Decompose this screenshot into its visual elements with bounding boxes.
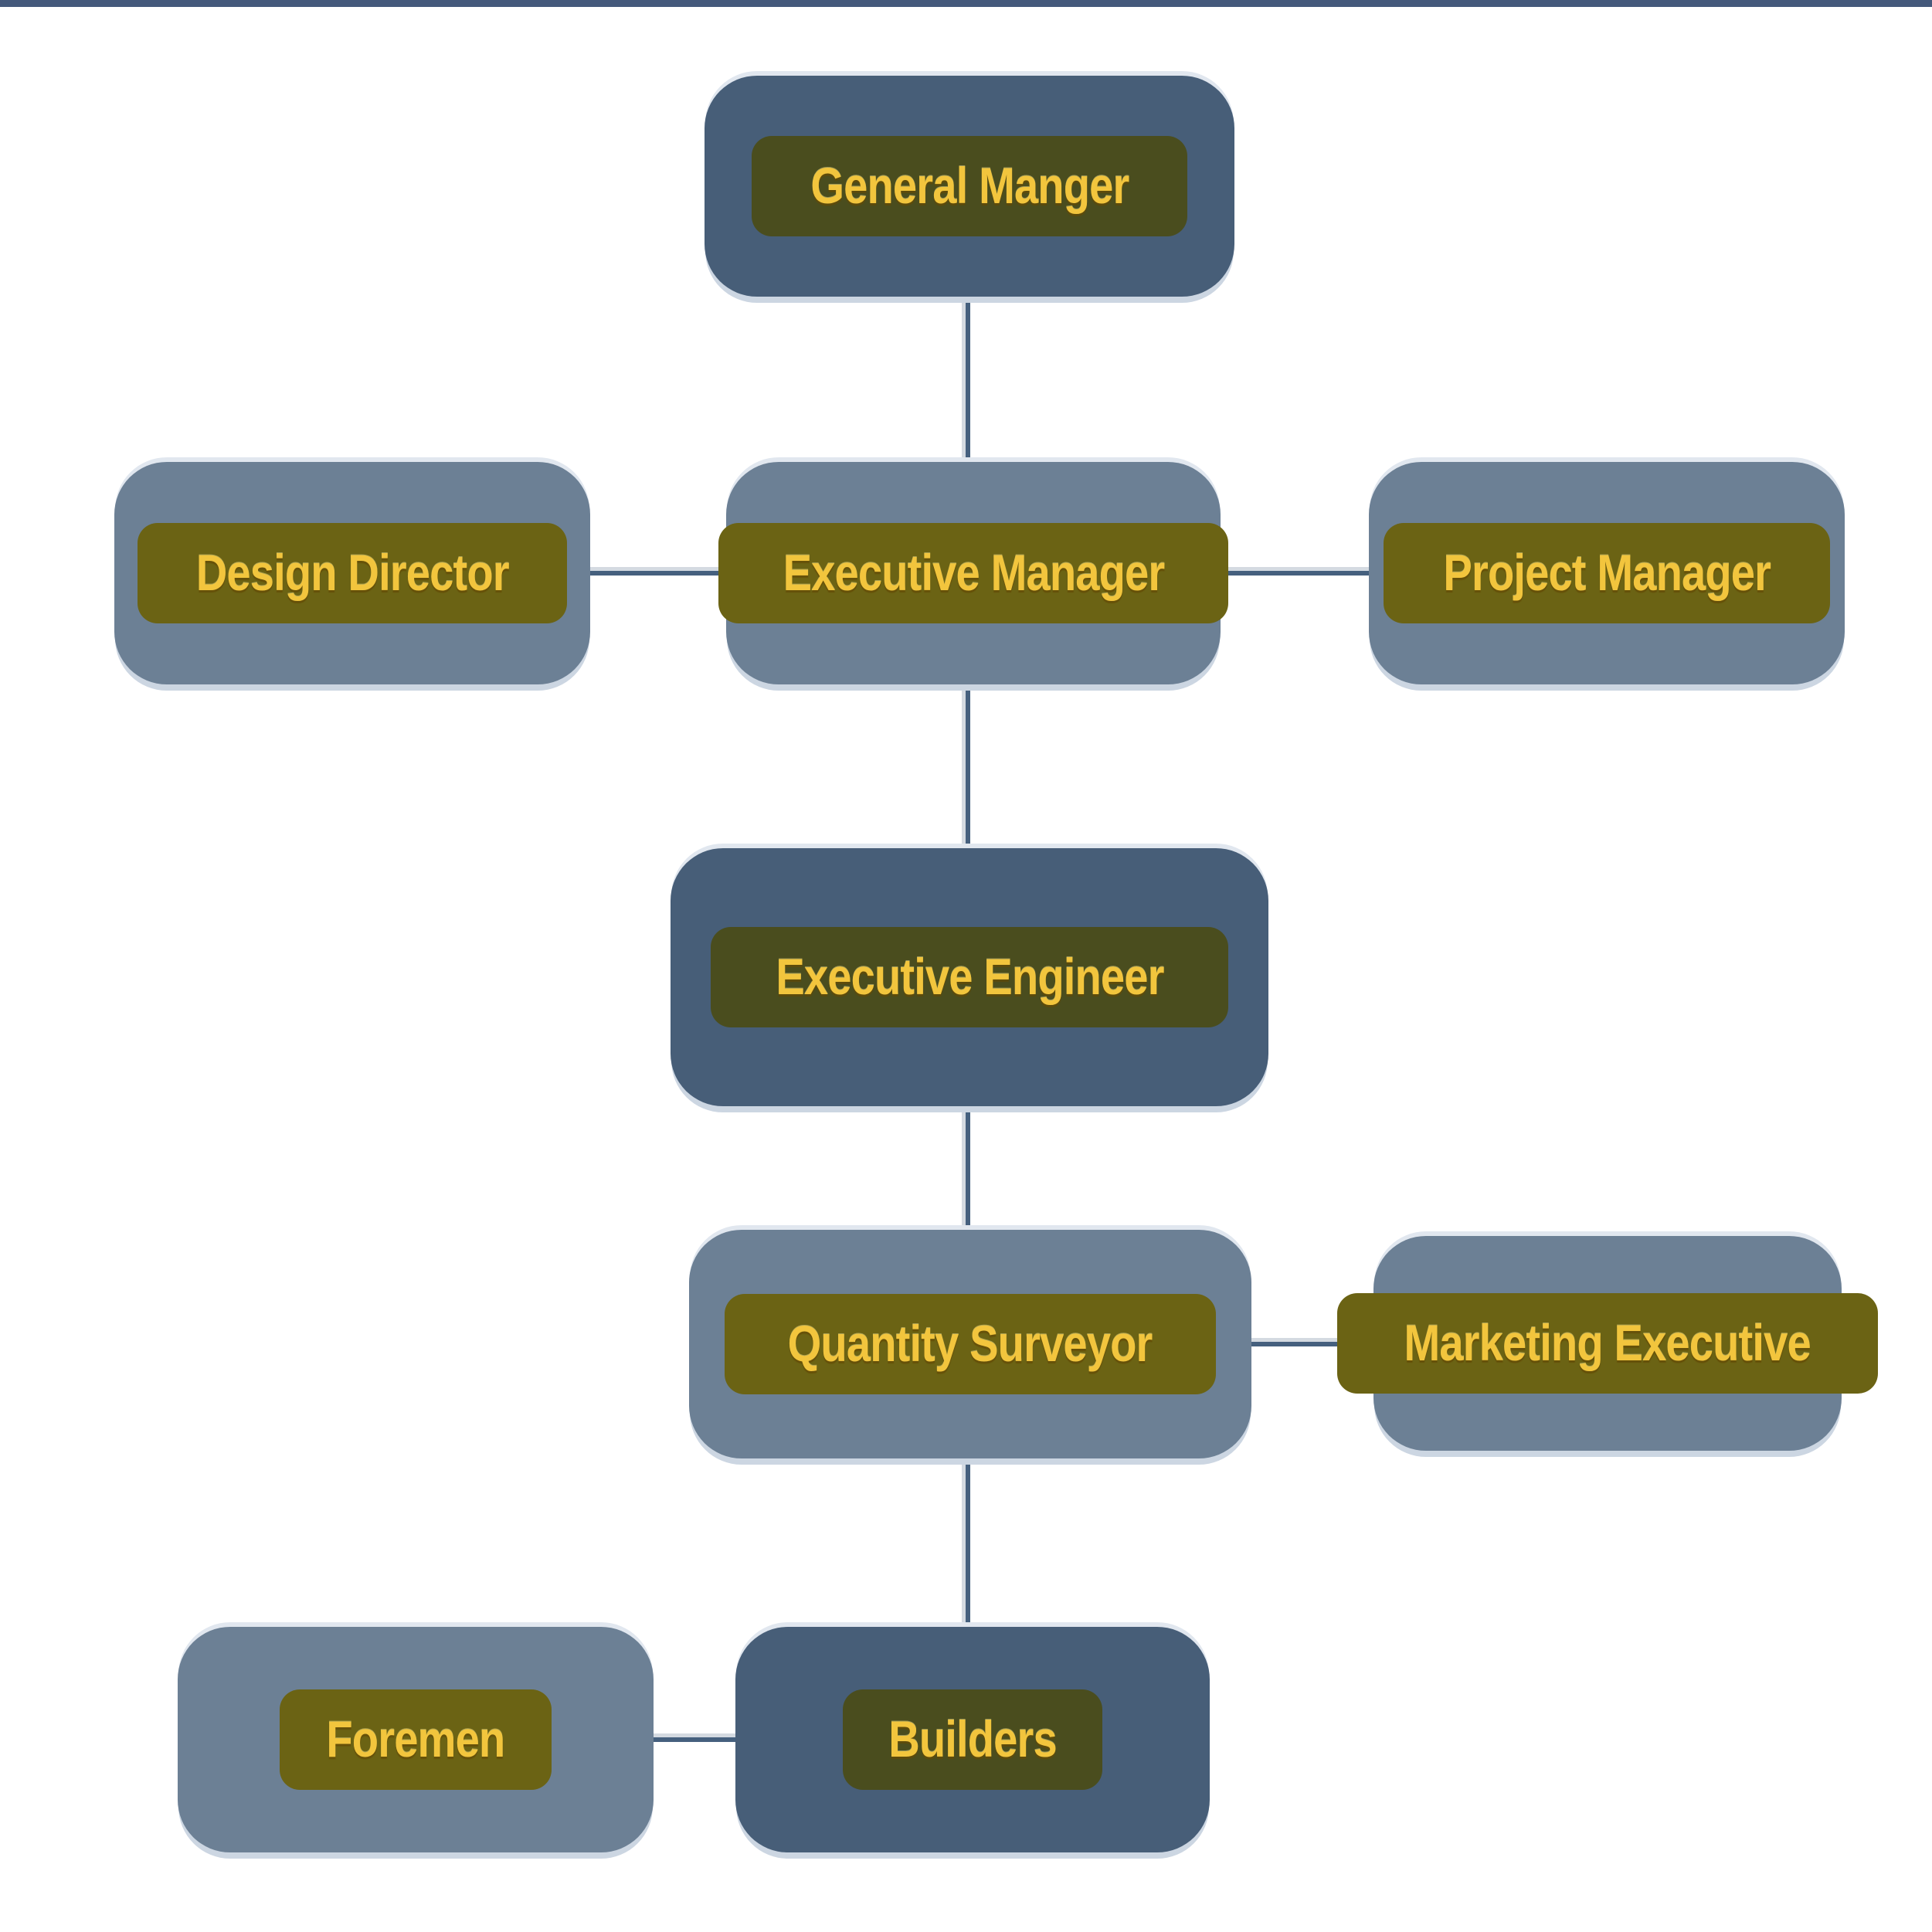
node-foremen-label-bg: Foremen (280, 1689, 552, 1790)
edge-general-manager-executive-manager (966, 297, 970, 462)
node-executive-manager-label-bg: Executive Manager (718, 523, 1229, 623)
top-border-bar (0, 0, 1932, 7)
node-design-director: Design Director (114, 462, 590, 684)
node-marketing-executive-label: Marketing Executive (1404, 1314, 1811, 1372)
node-design-director-label: Design Director (195, 544, 510, 602)
node-executive-engineer: Executive Engineer (671, 848, 1268, 1106)
node-quantity-surveyor-label-bg: Quantity Surveyor (725, 1294, 1216, 1394)
edge-foremen-builders (654, 1737, 735, 1742)
node-project-manager-label: Project Manager (1443, 544, 1771, 602)
node-executive-manager-label: Executive Manager (783, 544, 1165, 602)
node-quantity-surveyor-label: Quantity Surveyor (788, 1315, 1153, 1373)
node-project-manager-label-bg: Project Manager (1383, 523, 1831, 623)
node-marketing-executive: Marketing Executive (1337, 1236, 1878, 1451)
node-builders-label: Builders (888, 1710, 1058, 1768)
node-executive-engineer-label-bg: Executive Engineer (710, 927, 1229, 1027)
node-executive-engineer-label: Executive Engineer (775, 948, 1164, 1006)
edge-design-director-executive-manager (590, 571, 726, 576)
node-general-manager-label: General Manger (810, 157, 1129, 215)
node-executive-manager: Executive Manager (718, 462, 1229, 684)
node-foremen-label: Foremen (326, 1710, 506, 1768)
node-marketing-executive-label-bg: Marketing Executive (1337, 1293, 1878, 1394)
edge-quantity-surveyor-builders (966, 1458, 970, 1627)
edge-quantity-surveyor-marketing-executive (1251, 1342, 1373, 1346)
node-project-manager: Project Manager (1369, 462, 1845, 684)
node-foremen: Foremen (178, 1627, 654, 1852)
node-quantity-surveyor: Quantity Surveyor (689, 1230, 1251, 1458)
node-design-director-label-bg: Design Director (137, 523, 568, 623)
edge-executive-engineer-quantity-surveyor (966, 1106, 970, 1230)
node-builders: Builders (735, 1627, 1210, 1852)
node-general-manager-label-bg: General Manger (751, 136, 1188, 236)
edge-executive-manager-executive-engineer (966, 684, 970, 848)
node-general-manager: General Manger (705, 76, 1234, 297)
node-builders-label-bg: Builders (842, 1689, 1103, 1790)
edge-executive-manager-project-manager (1221, 571, 1369, 576)
